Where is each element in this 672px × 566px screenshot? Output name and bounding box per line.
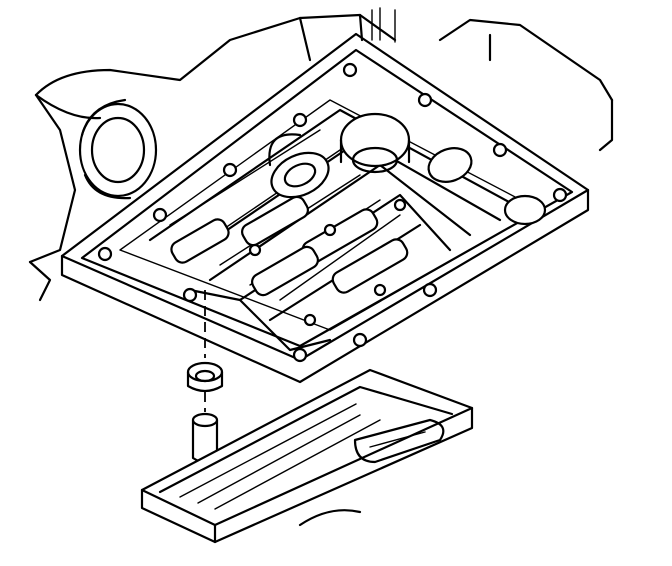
- shift-solenoids: [268, 112, 547, 226]
- bolts: [97, 62, 568, 363]
- spool-valves: [170, 195, 409, 297]
- bell-housing: [78, 98, 158, 200]
- transmission-filter: [140, 368, 474, 544]
- transmission-case: [28, 7, 614, 302]
- case-pan-flange: [60, 32, 590, 384]
- filter-seal: [186, 361, 224, 393]
